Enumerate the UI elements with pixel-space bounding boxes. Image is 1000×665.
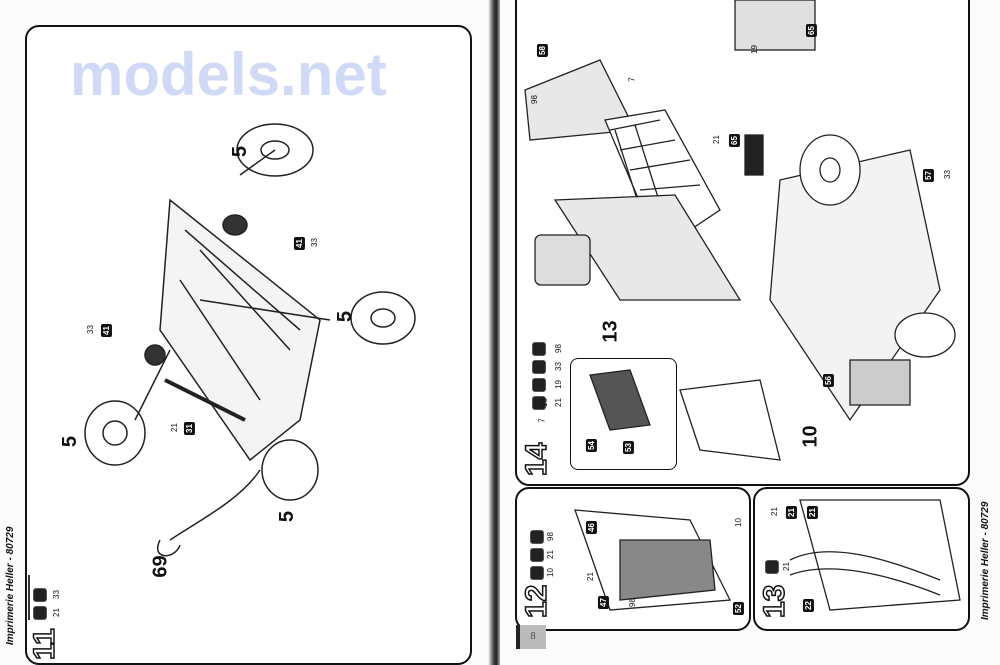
- paint-ref: 21: [769, 507, 779, 516]
- paint-ref: 33: [942, 170, 952, 179]
- part-badge-52: 52: [732, 602, 744, 615]
- paint-ref: 21: [711, 135, 721, 144]
- part-badge-41: 41: [100, 324, 112, 337]
- printer-footer: Imprimerie Heller - 80729: [5, 526, 16, 645]
- paint-ref: 7: [627, 77, 637, 82]
- paint-ref: 21: [51, 608, 61, 617]
- part-badge-47: 47: [597, 596, 609, 609]
- left-page: 5 5 5 5 41 33 41 33 31 21 69 11 21 33 Im…: [0, 0, 490, 665]
- paint-ref: 10: [733, 518, 743, 527]
- paint-ref: 98: [529, 95, 539, 104]
- step-number: 14: [519, 442, 554, 477]
- part-badge-65: 65: [728, 134, 740, 147]
- step-number: 11: [27, 628, 62, 661]
- part-badge-54: 54: [585, 439, 597, 452]
- paint-ref: 33: [553, 362, 563, 371]
- brush-icon: [28, 575, 30, 620]
- step-number: 12: [519, 584, 554, 619]
- paint-pot-icon: [532, 360, 546, 374]
- paint-pot-icon: [530, 566, 544, 580]
- part-label-69: 69: [149, 555, 172, 578]
- part-badge-57: 57: [922, 169, 934, 182]
- paint-ref: 98: [627, 598, 637, 607]
- part-badge-58: 58: [536, 44, 548, 57]
- part-badge-21: 21: [785, 506, 797, 519]
- paint-ref: 21: [585, 572, 595, 581]
- part-badge-56: 56: [822, 374, 834, 387]
- part-badge-65: 65: [805, 24, 817, 37]
- page-number: 8: [520, 625, 546, 649]
- paint-ref: 19: [553, 380, 563, 389]
- paint-pot-icon: [530, 548, 544, 562]
- step-number: 13: [757, 584, 792, 619]
- page-fold: [488, 0, 502, 665]
- sub-step-10: 10: [799, 425, 822, 448]
- paint-ref-21: 21: [169, 423, 179, 432]
- paint-ref: 98: [545, 532, 555, 541]
- paint-ref: 19: [749, 45, 759, 54]
- paint-ref: 10: [539, 398, 549, 407]
- wheel-label: 5: [229, 145, 252, 158]
- part-badge-53: 53: [622, 441, 634, 454]
- paint-pot-icon: [33, 588, 47, 602]
- watermark: models.net: [70, 41, 387, 108]
- chassis-drawing: [84, 123, 416, 557]
- part-badge-31: 31: [183, 422, 195, 435]
- paint-pot-icon: [532, 378, 546, 392]
- paint-ref: 98: [553, 344, 563, 353]
- sub-step-13: 13: [599, 320, 622, 343]
- wheel-label: 5: [59, 435, 82, 448]
- part-badge-21: 21: [806, 506, 818, 519]
- paint-pot-icon: [530, 530, 544, 544]
- part-badge-22: 22: [802, 599, 814, 612]
- paint-pot-icon: [532, 342, 546, 356]
- paint-ref: 33: [51, 590, 61, 599]
- paint-ref: 7: [537, 418, 547, 423]
- paint-ref: 10: [545, 568, 555, 577]
- paint-ref: 21: [545, 550, 555, 559]
- paint-pot-icon: [765, 560, 779, 574]
- wheel-label: 5: [276, 510, 299, 523]
- assembly-drawings: [524, 0, 961, 611]
- paint-pot-icon: [532, 396, 546, 410]
- step-14-paints: [522, 340, 562, 420]
- right-page: 14 7 10 21 19 33 98 58 65 65 57 54 53 56…: [500, 0, 1000, 665]
- paint-ref-33: 33: [85, 325, 95, 334]
- paint-ref: 21: [781, 562, 791, 571]
- page-bar: [516, 625, 520, 649]
- paint-ref-33: 33: [309, 238, 319, 247]
- wheel-label: 5: [334, 310, 357, 323]
- part-badge-46: 46: [585, 521, 597, 534]
- paint-pot-icon: [33, 606, 47, 620]
- printer-footer: Imprimerie Heller - 80729: [980, 501, 991, 620]
- paint-ref: 21: [553, 398, 563, 407]
- part-badge-41: 41: [293, 237, 305, 250]
